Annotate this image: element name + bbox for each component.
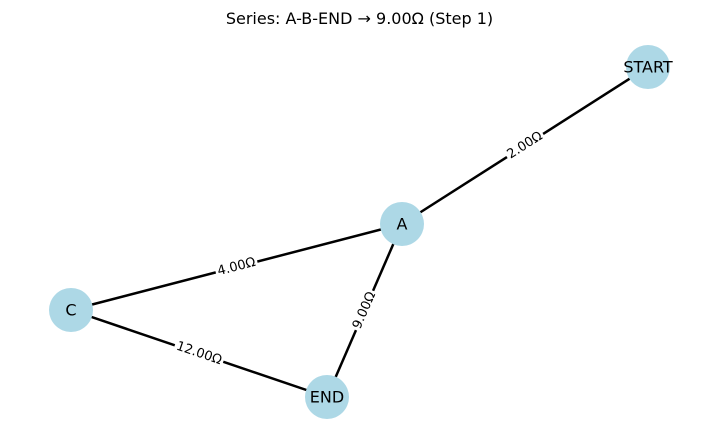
edge-label-background	[348, 287, 381, 334]
edge-resistance-label: 12.00Ω	[174, 339, 224, 368]
edge-resistance-label: 9.00Ω	[350, 290, 379, 332]
edge-start-a: 2.00Ω	[401, 65, 649, 226]
edge-label-background	[213, 253, 260, 281]
edge-label-group: 2.00Ω	[502, 126, 548, 165]
edge-a-end: 9.00Ω	[325, 223, 404, 398]
edge-c-end: 12.00Ω	[70, 308, 328, 399]
node-circle	[49, 288, 93, 332]
node-label: START	[623, 58, 673, 77]
node-c: C	[49, 288, 93, 332]
node-end: END	[305, 375, 349, 419]
node-a: A	[380, 202, 424, 246]
edge-label-group: 12.00Ω	[172, 337, 227, 370]
node-label: END	[310, 388, 344, 407]
node-circle	[305, 375, 349, 419]
node-circle	[626, 45, 670, 89]
node-label: A	[397, 215, 408, 234]
edge-label-background	[502, 126, 548, 165]
nodes-layer: START A C END	[49, 45, 673, 419]
edge-label-group: 9.00Ω	[348, 287, 381, 334]
edges-layer: 2.00Ω 4.00Ω 9.00Ω 12.00Ω	[70, 65, 649, 399]
node-circle	[380, 202, 424, 246]
node-start: START	[623, 45, 673, 89]
edge-label-background	[172, 337, 227, 370]
diagram-title: Series: A-B-END → 9.00Ω (Step 1)	[226, 9, 493, 28]
edge-label-group: 4.00Ω	[213, 253, 260, 281]
edge-a-c: 4.00Ω	[70, 222, 403, 312]
node-label: C	[65, 301, 76, 320]
